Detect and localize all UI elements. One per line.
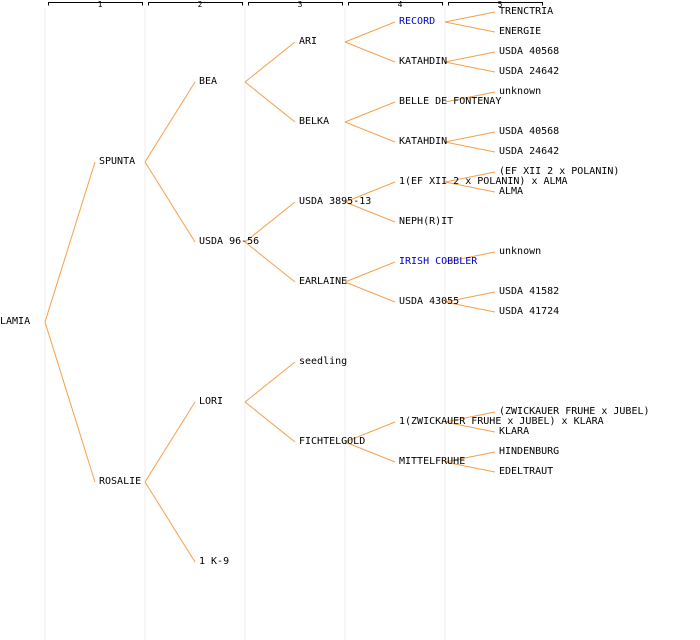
node-earlaine: EARLAINE xyxy=(299,276,348,287)
node-lori: LORI xyxy=(199,396,224,407)
pedigree-edge xyxy=(344,181,396,203)
node-nephrit: NEPH(R)IT xyxy=(399,216,454,227)
pedigree-edge xyxy=(444,181,496,193)
pedigree-edge xyxy=(444,461,496,473)
node-irish-cobbler-link[interactable]: IRISH COBBLER xyxy=(399,256,478,267)
node-usda-41724: USDA 41724 xyxy=(499,306,560,317)
node-zwick-cross-klara: 1(ZWICKAUER FRUHE x JUBEL) x KLARA xyxy=(399,416,604,427)
pedigree-edge xyxy=(444,251,496,263)
generation-1-label: 1 xyxy=(97,0,103,9)
pedigree-edge xyxy=(244,401,296,443)
pedigree-edge xyxy=(444,451,496,463)
node-record-link[interactable]: RECORD xyxy=(399,16,436,27)
node-klara: KLARA xyxy=(499,426,530,437)
pedigree-edge xyxy=(444,421,496,433)
pedigree-edge xyxy=(344,101,396,123)
pedigree-edge xyxy=(444,301,496,313)
node-usda-24642-1: USDA 24642 xyxy=(499,66,560,77)
pedigree-edge xyxy=(444,291,496,303)
pedigree-edge xyxy=(444,171,496,183)
node-unknown-1: unknown xyxy=(499,86,542,97)
node-usda-43055: USDA 43055 xyxy=(399,296,460,307)
generation-bracket xyxy=(348,2,443,6)
generation-bracket xyxy=(48,2,143,6)
pedigree-edge xyxy=(444,91,496,103)
pedigree-edge xyxy=(244,241,296,283)
generation-bracket xyxy=(148,2,243,6)
node-usda-24642-2: USDA 24642 xyxy=(499,146,560,157)
node-katahdin-2: KATAHDIN xyxy=(399,136,448,147)
node-seedling: seedling xyxy=(299,356,348,367)
pedigree-edge xyxy=(344,41,396,63)
node-usda-41582: USDA 41582 xyxy=(499,286,560,297)
node-ef-xii-polanin: (EF XII 2 x POLANIN) xyxy=(499,166,620,177)
pedigree-edge xyxy=(144,481,196,563)
pedigree-edge xyxy=(244,201,296,243)
node-hindenburg: HINDENBURG xyxy=(499,446,560,457)
node-bea: BEA xyxy=(199,76,218,87)
pedigree-edge xyxy=(344,281,396,303)
node-lamia: LAMIA xyxy=(0,316,31,327)
pedigree-edge xyxy=(344,421,396,443)
pedigree-edge xyxy=(444,21,496,33)
node-edeltraut: EDELTRAUT xyxy=(499,466,554,477)
generation-3-label: 3 xyxy=(297,0,303,9)
pedigree-edge xyxy=(144,401,196,483)
node-fichtelgold: FICHTELGOLD xyxy=(299,436,366,447)
pedigree-edge xyxy=(344,121,396,143)
node-trenctria: TRENCTRIA xyxy=(499,6,554,17)
node-belle-de-fontenay: BELLE DE FONTENAY xyxy=(399,96,502,107)
node-belka: BELKA xyxy=(299,116,330,127)
pedigree-edge xyxy=(44,321,96,483)
node-usda-96-56: USDA 96-56 xyxy=(199,236,260,247)
node-usda-3895-13: USDA 3895-13 xyxy=(299,196,372,207)
pedigree-edge xyxy=(244,81,296,123)
node-spunta: SPUNTA xyxy=(99,156,136,167)
pedigree-edge xyxy=(444,141,496,153)
pedigree-edge xyxy=(344,261,396,283)
generation-5-label: 5 xyxy=(497,0,503,9)
node-unknown-2: unknown xyxy=(499,246,542,257)
pedigree-edge xyxy=(444,411,496,423)
pedigree-edge xyxy=(444,61,496,73)
node-mittelfruhe: MITTELFRUHE xyxy=(399,456,466,467)
node-usda-40568-2: USDA 40568 xyxy=(499,126,560,137)
node-ari: ARI xyxy=(299,36,318,47)
pedigree-edge xyxy=(444,131,496,143)
node-alma: ALMA xyxy=(499,186,524,197)
pedigree-edge xyxy=(144,161,196,243)
pedigree-edge xyxy=(444,11,496,23)
node-ef-cross-alma: 1(EF XII 2 x POLANIN) x ALMA xyxy=(399,176,568,187)
generation-2-label: 2 xyxy=(197,0,203,9)
pedigree-edge xyxy=(144,81,196,163)
node-rosalie: ROSALIE xyxy=(99,476,142,487)
generation-bracket xyxy=(248,2,343,6)
pedigree-edge xyxy=(344,21,396,43)
node-usda-40568-1: USDA 40568 xyxy=(499,46,560,57)
node-energie: ENERGIE xyxy=(499,26,542,37)
node-katahdin-1: KATAHDIN xyxy=(399,56,448,67)
generation-4-label: 4 xyxy=(397,0,403,9)
generation-bracket xyxy=(448,2,543,6)
pedigree-edge xyxy=(444,51,496,63)
pedigree-edge xyxy=(244,361,296,403)
pedigree-edge xyxy=(44,161,96,323)
node-k9: 1 K-9 xyxy=(199,556,230,567)
pedigree-edge xyxy=(344,201,396,223)
pedigree-edge xyxy=(344,441,396,463)
node-zwick-jubel: (ZWICKAUER FRUHE x JUBEL) xyxy=(499,406,650,417)
pedigree-edge xyxy=(244,41,296,83)
